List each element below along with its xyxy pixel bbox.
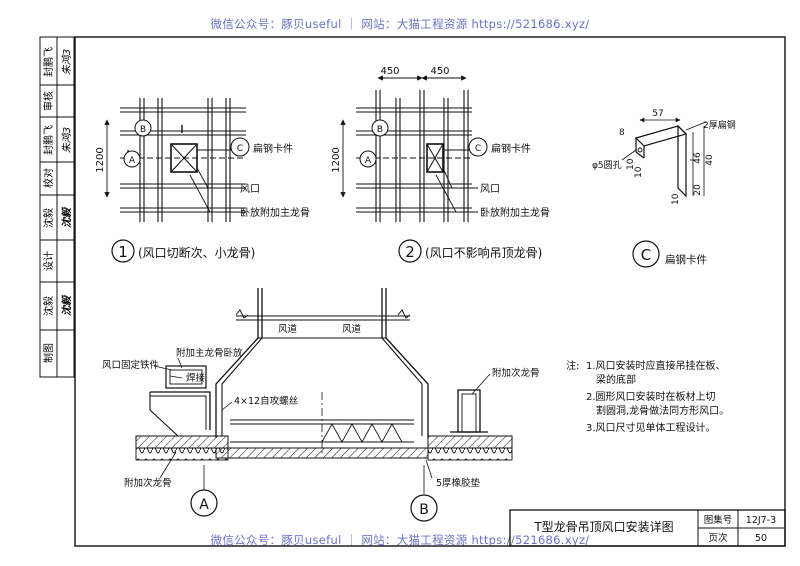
name-2: 封鹏飞 bbox=[42, 125, 55, 155]
dim-450-right: 450 bbox=[430, 66, 449, 77]
note-2b: 割圆洞,龙骨做法同方形风口。 bbox=[596, 404, 729, 417]
page-value: 50 bbox=[755, 533, 767, 544]
detail-number-1: 1 bbox=[118, 243, 128, 261]
name-4: 沈毅 bbox=[42, 296, 55, 316]
main-flat-label: 附加主龙骨卧放 bbox=[176, 347, 243, 359]
callout-main-1: 卧放附加主龙骨 bbox=[240, 206, 310, 219]
detail-caption-2: (风口不影响吊顶龙骨) bbox=[425, 245, 542, 260]
section-mark-a: A bbox=[199, 497, 209, 513]
detail-c-labels: 57 2厚扁钢 φ5圆孔 8 10 10 10 46 20 40 C 扁钢卡件 bbox=[592, 109, 736, 268]
dim-20: 20 bbox=[693, 184, 703, 196]
cut-b-2: B bbox=[377, 125, 383, 135]
note-1a: 1.风口安装时应直接吊挂在板、 bbox=[586, 359, 726, 372]
mark-c-1: C bbox=[237, 144, 243, 154]
detail-c-caption: 扁钢卡件 bbox=[665, 253, 707, 266]
note-1b: 梁的底部 bbox=[596, 373, 636, 386]
dim-10a: 10 bbox=[626, 158, 636, 170]
cut-a-1: A bbox=[129, 156, 136, 166]
cut-a-2: A bbox=[365, 156, 372, 166]
label-review: 审核 bbox=[42, 91, 55, 111]
note-3: 3.风口尺寸见单体工程设计。 bbox=[586, 421, 716, 434]
duct-label-left: 风道 bbox=[278, 323, 298, 335]
dim-46: 46 bbox=[693, 152, 703, 164]
detail-2-plan bbox=[340, 75, 478, 222]
dim-450-left: 450 bbox=[380, 66, 399, 77]
vent-fix-label: 风口固定铁件 bbox=[102, 359, 160, 371]
dim-8: 8 bbox=[619, 128, 625, 138]
watermark-top: 微信公众号：豚贝useful ｜ 网站：大猫工程资源 https://52168… bbox=[210, 17, 590, 31]
callout-vent-1: 风口 bbox=[240, 183, 260, 195]
sheet-frame bbox=[74, 36, 786, 547]
signature-2: 朱鸿3 bbox=[61, 127, 73, 153]
section-drawing bbox=[135, 288, 513, 494]
dim-10b: 10 bbox=[634, 166, 644, 178]
duct-label-right: 风道 bbox=[342, 323, 362, 335]
note-2a: 2.圆形风口安装时在板材上切 bbox=[586, 390, 716, 403]
detail-number-2: 2 bbox=[405, 243, 415, 261]
callout-clip-2: 扁钢卡件 bbox=[491, 142, 531, 155]
detail-2-labels: 450 450 1200 B A C 扁钢卡件 风口 卧放附加主龙骨 2 (风口… bbox=[331, 66, 550, 263]
dim-1200-1: 1200 bbox=[95, 147, 106, 172]
callout-vent-2: 风口 bbox=[480, 183, 500, 195]
detail-c-mark: C bbox=[641, 246, 651, 264]
dim-10c: 10 bbox=[671, 193, 681, 205]
weld-label: 焊接 bbox=[186, 372, 206, 384]
label-design: 设计 bbox=[42, 251, 55, 271]
signature-strip: 封鹏飞 朱鸿3 审核 封鹏飞 朱鸿3 校对 沈毅 沈毅 设计 沈毅 沈毅 制图 bbox=[39, 36, 75, 378]
label-draw: 制图 bbox=[42, 343, 55, 363]
dim-1200-2: 1200 bbox=[331, 147, 342, 172]
hole-label: φ5圆孔 bbox=[592, 160, 622, 171]
atlas-value: 12J7-3 bbox=[746, 515, 776, 526]
detail-c-clip bbox=[621, 117, 707, 198]
section-labels: 风道 风道 风口固定铁件 附加主龙骨卧放 焊接 4×12自攻螺丝 附加次龙骨 附… bbox=[102, 323, 540, 522]
gasket-label: 5厚橡胶垫 bbox=[436, 477, 481, 489]
page-label: 页次 bbox=[708, 532, 728, 544]
callout-main-2: 卧放附加主龙骨 bbox=[480, 206, 550, 219]
detail-1-labels: 1200 B A C 扁钢卡件 风口 卧放附加主龙骨 1 (风口切断次、小龙骨) bbox=[95, 119, 310, 263]
flat-steel-label: 2厚扁钢 bbox=[703, 119, 736, 131]
dim-40: 40 bbox=[705, 154, 715, 166]
watermark-bottom: 微信公众号：豚贝useful ｜ 网站：大猫工程资源 https://52168… bbox=[210, 533, 590, 547]
name-3: 沈毅 bbox=[42, 208, 55, 228]
detail-caption-1: (风口切断次、小龙骨) bbox=[138, 245, 255, 260]
drawing-title: T型龙骨吊顶风口安装详图 bbox=[533, 519, 673, 534]
screw-label: 4×12自攻螺丝 bbox=[234, 395, 298, 407]
signature-3: 沈毅 bbox=[61, 206, 73, 228]
callout-clip-1: 扁钢卡件 bbox=[253, 142, 293, 155]
title-block: T型龙骨吊顶风口安装详图 图集号 12J7-3 页次 50 bbox=[509, 509, 786, 547]
signature-4: 沈毅 bbox=[61, 294, 73, 316]
signature-1: 朱鸿3 bbox=[61, 49, 73, 75]
dim-57: 57 bbox=[652, 109, 663, 119]
cut-b-1: B bbox=[140, 125, 146, 135]
atlas-label: 图集号 bbox=[704, 514, 733, 526]
label-check: 校对 bbox=[42, 168, 55, 188]
notes-head: 注: bbox=[566, 359, 579, 372]
section-mark-b: B bbox=[419, 502, 429, 518]
mark-c-2: C bbox=[475, 144, 481, 154]
secondary-left-label: 附加次龙骨 bbox=[124, 477, 172, 489]
notes: 注: 1.风口安装时应直接吊挂在板、 梁的底部 2.圆形风口安装时在板材上切 割… bbox=[566, 359, 729, 434]
secondary-right-label: 附加次龙骨 bbox=[492, 367, 540, 379]
detail-1-plan bbox=[104, 98, 246, 222]
name-1: 封鹏飞 bbox=[42, 47, 55, 77]
